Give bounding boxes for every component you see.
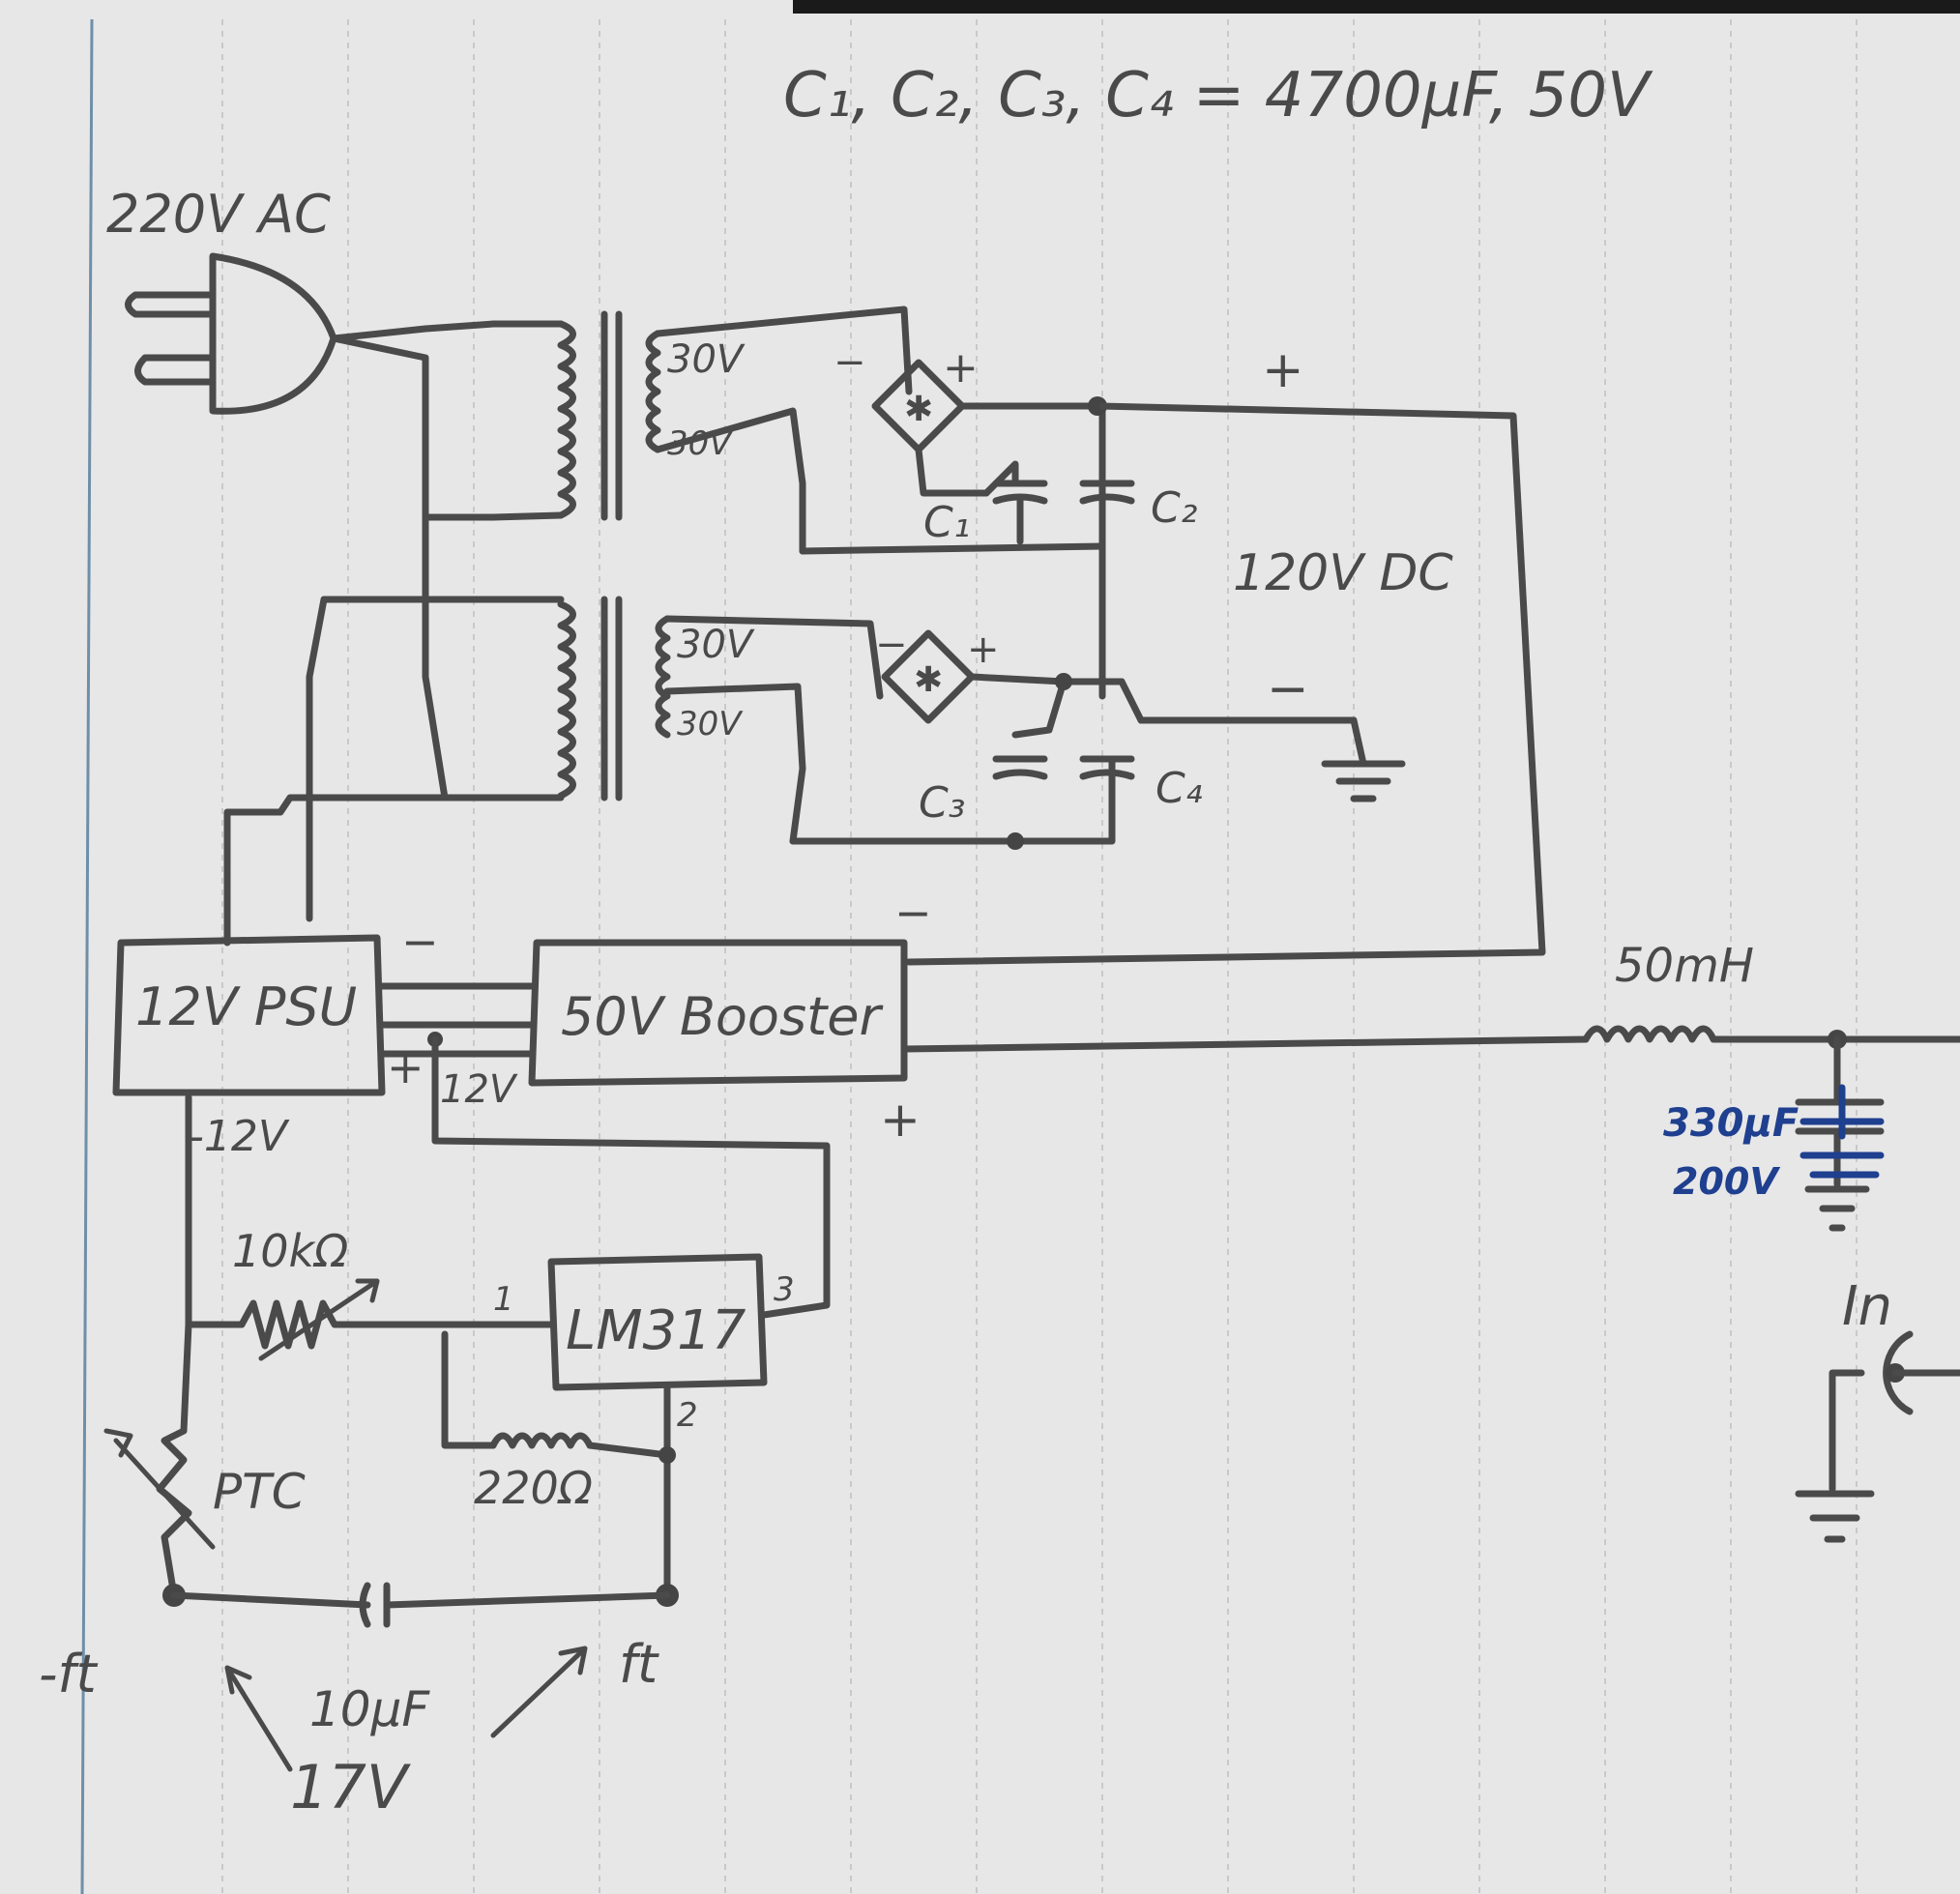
cap-out-voltage: 200V (1673, 1160, 1780, 1203)
capacitor-bank: C₁ C₂ C₃ C₄ (789, 396, 1367, 850)
ft-right: ft (619, 1634, 659, 1695)
pin2-label: 2 (677, 1396, 698, 1435)
diode-icon: ✱ (904, 390, 933, 429)
plug-icon (125, 252, 497, 521)
booster-label: 50V Booster (561, 986, 883, 1047)
neg12-label: -12V (189, 1112, 290, 1161)
sec1a-label: 30V (667, 337, 746, 382)
psu-label: 12V PSU (135, 976, 357, 1037)
booster-minus: − (894, 887, 932, 939)
dc-out-label: 120V DC (1233, 544, 1453, 602)
booster-block: 50V Booster − + (528, 887, 1590, 1148)
c1-label: C₁ (923, 498, 970, 547)
bridge-rectifier-2: ✱ − + (875, 623, 1068, 724)
capacitor-note: C₁, C₂, C₃, C₄ = 4700µF, 50V (783, 60, 1653, 131)
ground-icon (1321, 760, 1406, 802)
sec2a-label: 30V (677, 623, 755, 667)
minus-mid: − (1267, 660, 1309, 718)
spiral-binding (793, 0, 1960, 14)
dc-rail: + 120V DC − (905, 341, 1546, 966)
transformer-1: 30V 30V (489, 306, 913, 555)
ft-left: -ft (39, 1644, 98, 1705)
sec2b-label: 30V (677, 705, 744, 743)
psu-block: 12V PSU − + 12V (112, 916, 831, 1319)
booster-plus: + (880, 1092, 921, 1148)
rect1-minus: − (834, 340, 866, 385)
cap10-label: 10µF (309, 1681, 430, 1737)
rect1-plus: + (943, 343, 979, 393)
v12-label: 12V (440, 1067, 518, 1112)
regulator-section: -12V 10kΩ 1 LM317 3 2 220Ω PTC -ft ft 10… (39, 1093, 795, 1822)
mains-label: 220V AC (106, 184, 331, 245)
pin3-label: 3 (774, 1270, 795, 1309)
output-filter: 50mH 330µF 200V (1582, 939, 1960, 1232)
ptc-label: PTC (213, 1464, 306, 1520)
rect2-minus: − (875, 623, 908, 667)
bridge-rectifier-1: ✱ − + (834, 340, 1106, 497)
plus-top: + (1262, 341, 1304, 399)
regulator-label: LM317 (566, 1299, 746, 1362)
inductor-label: 50mH (1615, 939, 1754, 993)
rect2-plus: + (967, 627, 1000, 672)
c2-label: C₂ (1151, 483, 1197, 533)
psu-plus: + (387, 1041, 424, 1093)
input-label: In (1842, 1275, 1892, 1338)
c3-label: C₃ (919, 778, 965, 828)
cap-out-value: 330µF (1663, 1101, 1799, 1146)
r220-label: 220Ω (474, 1462, 593, 1514)
input-jack: In (1795, 1275, 1960, 1543)
diode-icon: ✱ (914, 660, 943, 700)
v17-label: 17V (290, 1752, 412, 1822)
pin1-label: 1 (493, 1280, 514, 1319)
pot-label: 10kΩ (232, 1225, 348, 1277)
c4-label: C₄ (1156, 764, 1203, 813)
psu-minus: − (401, 916, 439, 968)
